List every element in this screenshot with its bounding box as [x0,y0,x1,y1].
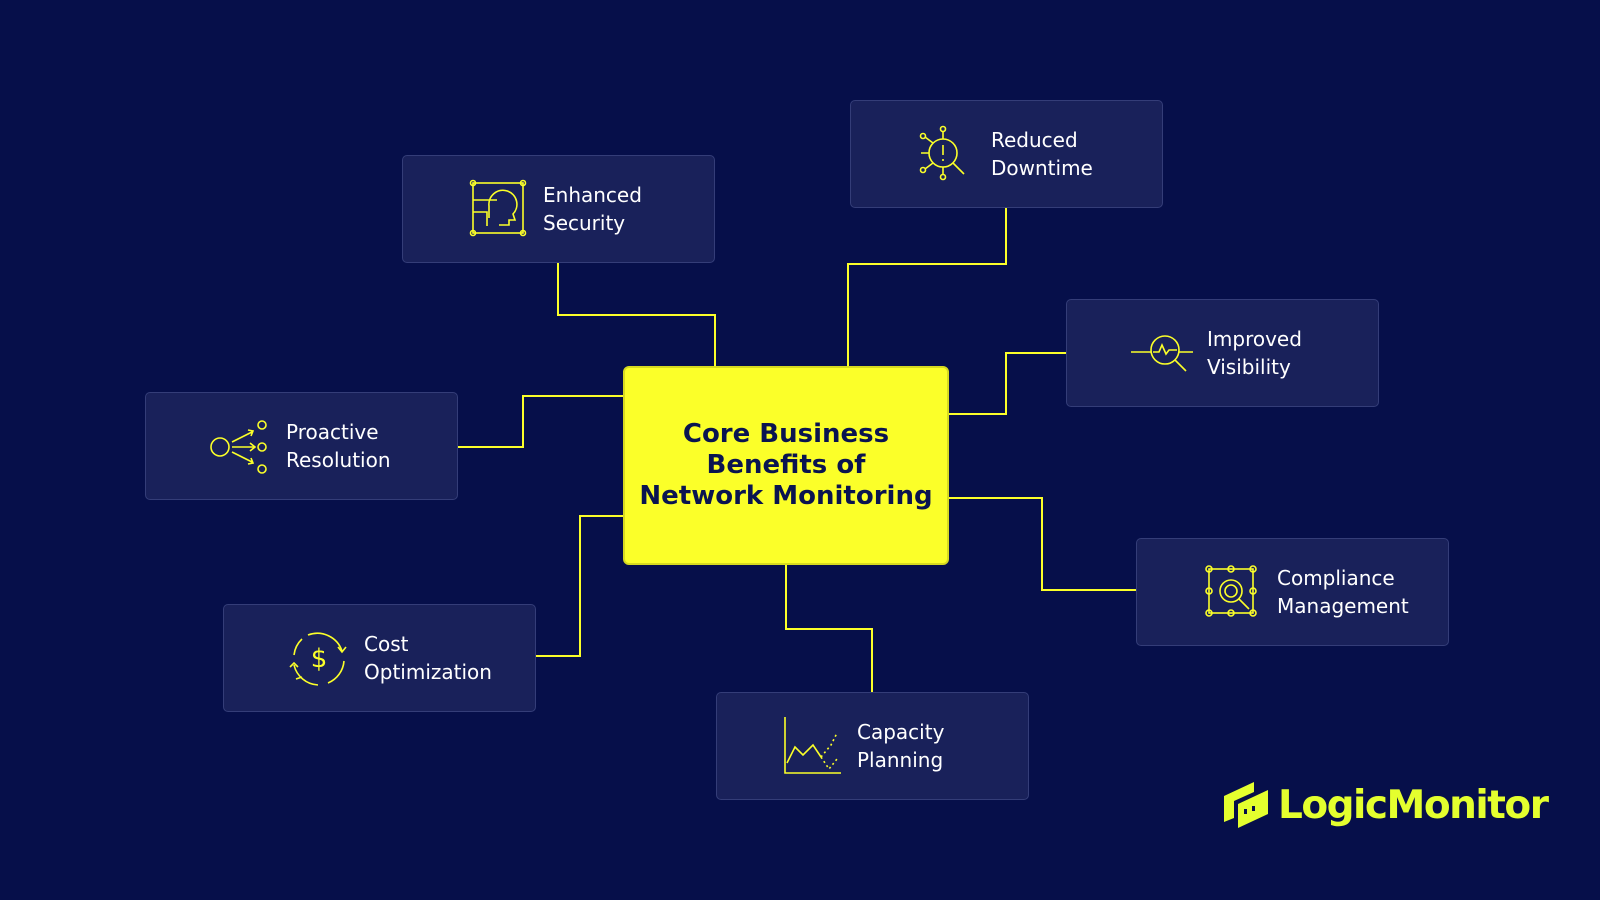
benefit-label: Proactive Resolution [286,420,391,472]
alert-search-icon [919,125,965,181]
dollar-cycle-icon: $ [289,632,347,686]
connector-cost-optimization [536,515,623,657]
logo-mark-icon [1224,782,1268,828]
connector-compliance-management [949,497,1136,591]
benefit-cost-optimization: $ Cost Optimization [223,604,536,712]
security-head-icon [469,179,527,237]
logo-text: LogicMonitor [1278,782,1549,828]
benefit-label: Capacity Planning [857,720,945,772]
connector-proactive-resolution [457,395,623,448]
benefit-label: Enhanced Security [543,183,642,235]
benefit-enhanced-security: Enhanced Security [402,155,715,263]
visibility-search-icon [1131,335,1193,372]
benefit-improved-visibility: Improved Visibility [1066,299,1379,407]
benefit-label: Improved Visibility [1207,327,1302,379]
branching-arrows-icon [210,420,267,474]
benefit-proactive-resolution: Proactive Resolution [145,392,458,500]
benefit-capacity-planning: Capacity Planning [716,692,1029,800]
benefit-label: Compliance Management [1277,566,1409,618]
benefit-compliance-management: Compliance Management [1136,538,1449,646]
line-chart-icon [784,717,841,774]
svg-text:$: $ [311,644,328,674]
central-title: Core Business Benefits of Network Monito… [639,419,933,511]
compliance-search-icon [1205,565,1257,617]
connector-capacity-planning [785,565,873,692]
connector-reduced-downtime [847,208,1007,366]
benefit-label: Reduced Downtime [991,128,1093,180]
connector-enhanced-security [557,263,716,366]
connector-improved-visibility [949,352,1066,415]
benefit-reduced-downtime: Reduced Downtime [850,100,1163,208]
benefit-label: Cost Optimization [364,632,492,684]
central-topic: Core Business Benefits of Network Monito… [623,366,949,565]
logicmonitor-logo: LogicMonitor [1224,778,1549,832]
